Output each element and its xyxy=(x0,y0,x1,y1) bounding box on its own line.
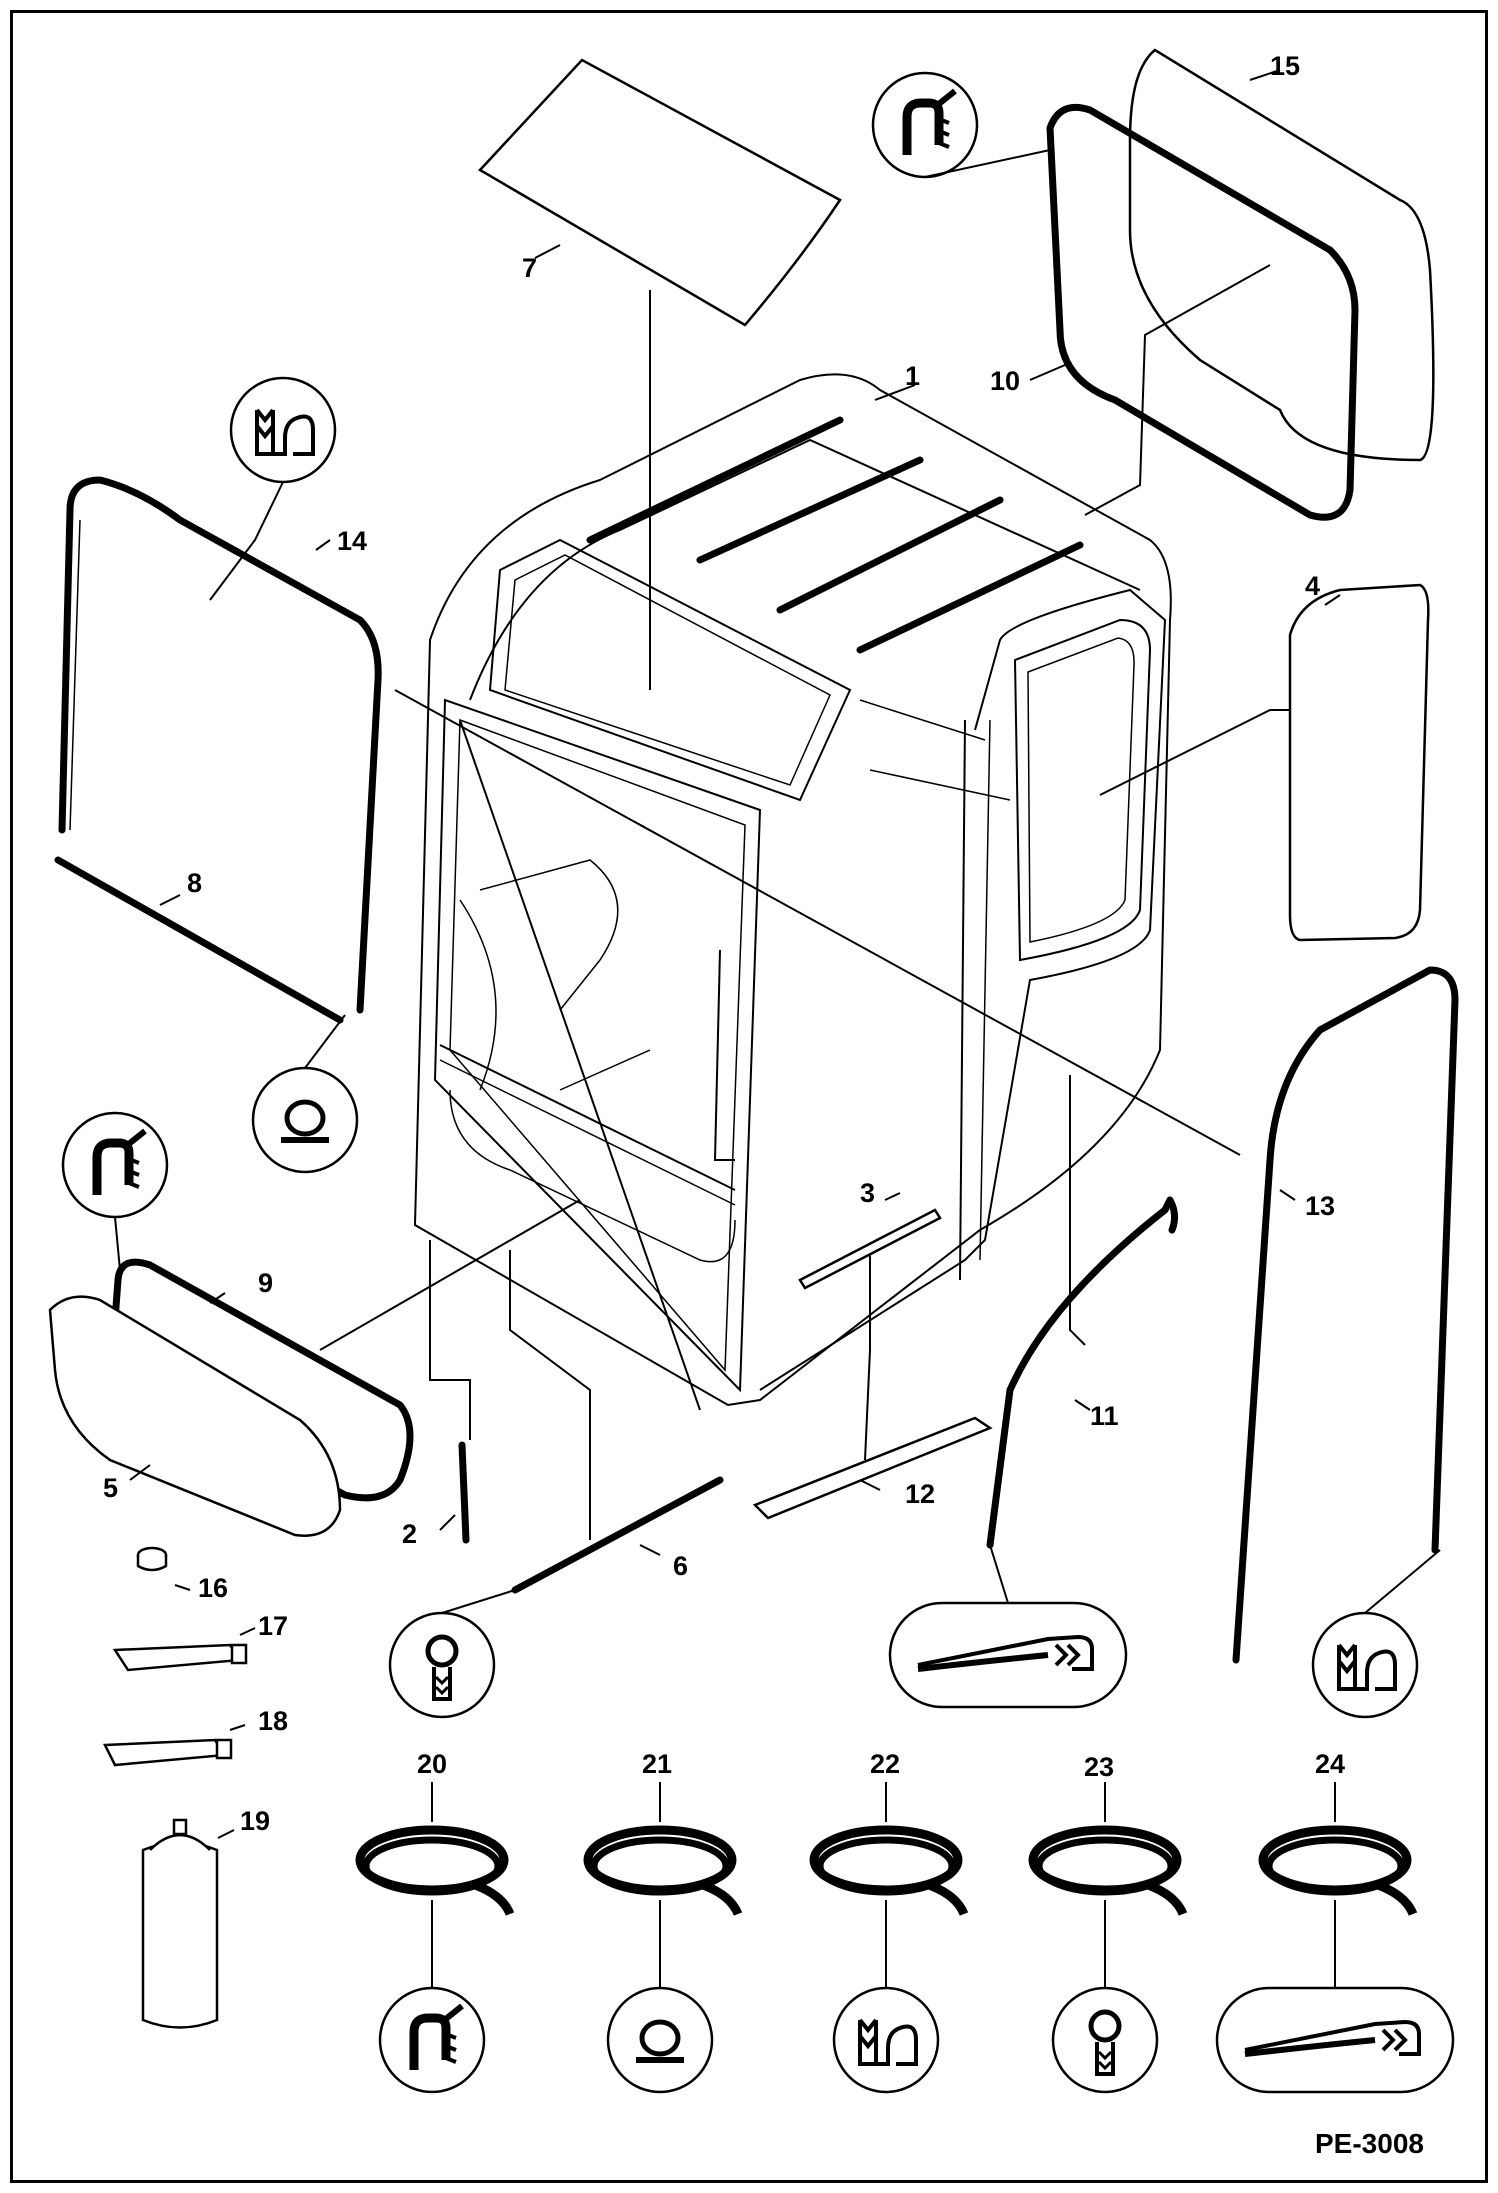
callout-18: 18 xyxy=(258,1706,288,1736)
drawing-frame xyxy=(10,10,1488,2183)
front-seal-strip xyxy=(54,856,344,1024)
callout-10: 10 xyxy=(990,366,1020,396)
rear-glass xyxy=(1128,48,1435,462)
lower-seal-strip xyxy=(511,1476,724,1594)
callout-5: 5 xyxy=(103,1473,118,1503)
lower-glass xyxy=(48,1295,342,1537)
adhesive-tube-18 xyxy=(103,1738,233,1767)
pin xyxy=(458,1441,470,1544)
callout-20: 20 xyxy=(417,1749,447,1779)
callout-13: 13 xyxy=(1305,1191,1335,1221)
callout-22: 22 xyxy=(870,1749,900,1779)
floor-plate xyxy=(798,1208,942,1290)
callout-6: 6 xyxy=(673,1551,688,1581)
callout-2: 2 xyxy=(402,1519,417,1549)
callout-11: 11 xyxy=(1090,1401,1119,1431)
cap xyxy=(136,1546,168,1572)
callout-12: 12 xyxy=(905,1479,935,1509)
drawing-code: PE-3008 xyxy=(1315,2128,1424,2159)
spray-can xyxy=(141,1818,219,2029)
front-window-seal xyxy=(58,476,382,1014)
callout-23: 23 xyxy=(1084,1752,1114,1782)
callout-15: 15 xyxy=(1270,51,1300,81)
callout-16: 16 xyxy=(198,1573,228,1603)
callout-4: 4 xyxy=(1305,571,1320,601)
callout-21: 21 xyxy=(642,1749,672,1779)
callout-1: 1 xyxy=(905,361,920,391)
callout-14: 14 xyxy=(337,526,367,556)
callout-9: 9 xyxy=(258,1268,273,1298)
callout-24: 24 xyxy=(1315,1749,1345,1779)
callout-7: 7 xyxy=(522,253,537,283)
door-seal xyxy=(986,1196,1179,1549)
callout-17: 17 xyxy=(258,1611,288,1641)
rear-window-seal xyxy=(1046,103,1359,521)
cab-body xyxy=(413,373,1172,1411)
callout-3: 3 xyxy=(860,1178,875,1208)
roof-glass xyxy=(478,58,842,327)
adhesive-tube-17 xyxy=(112,1643,248,1672)
door-window-seal xyxy=(1232,966,1459,1664)
callout-19: 19 xyxy=(240,1806,270,1836)
callout-8: 8 xyxy=(187,868,202,898)
side-glass xyxy=(1288,583,1430,942)
weather-strip-bar xyxy=(752,1416,993,1520)
